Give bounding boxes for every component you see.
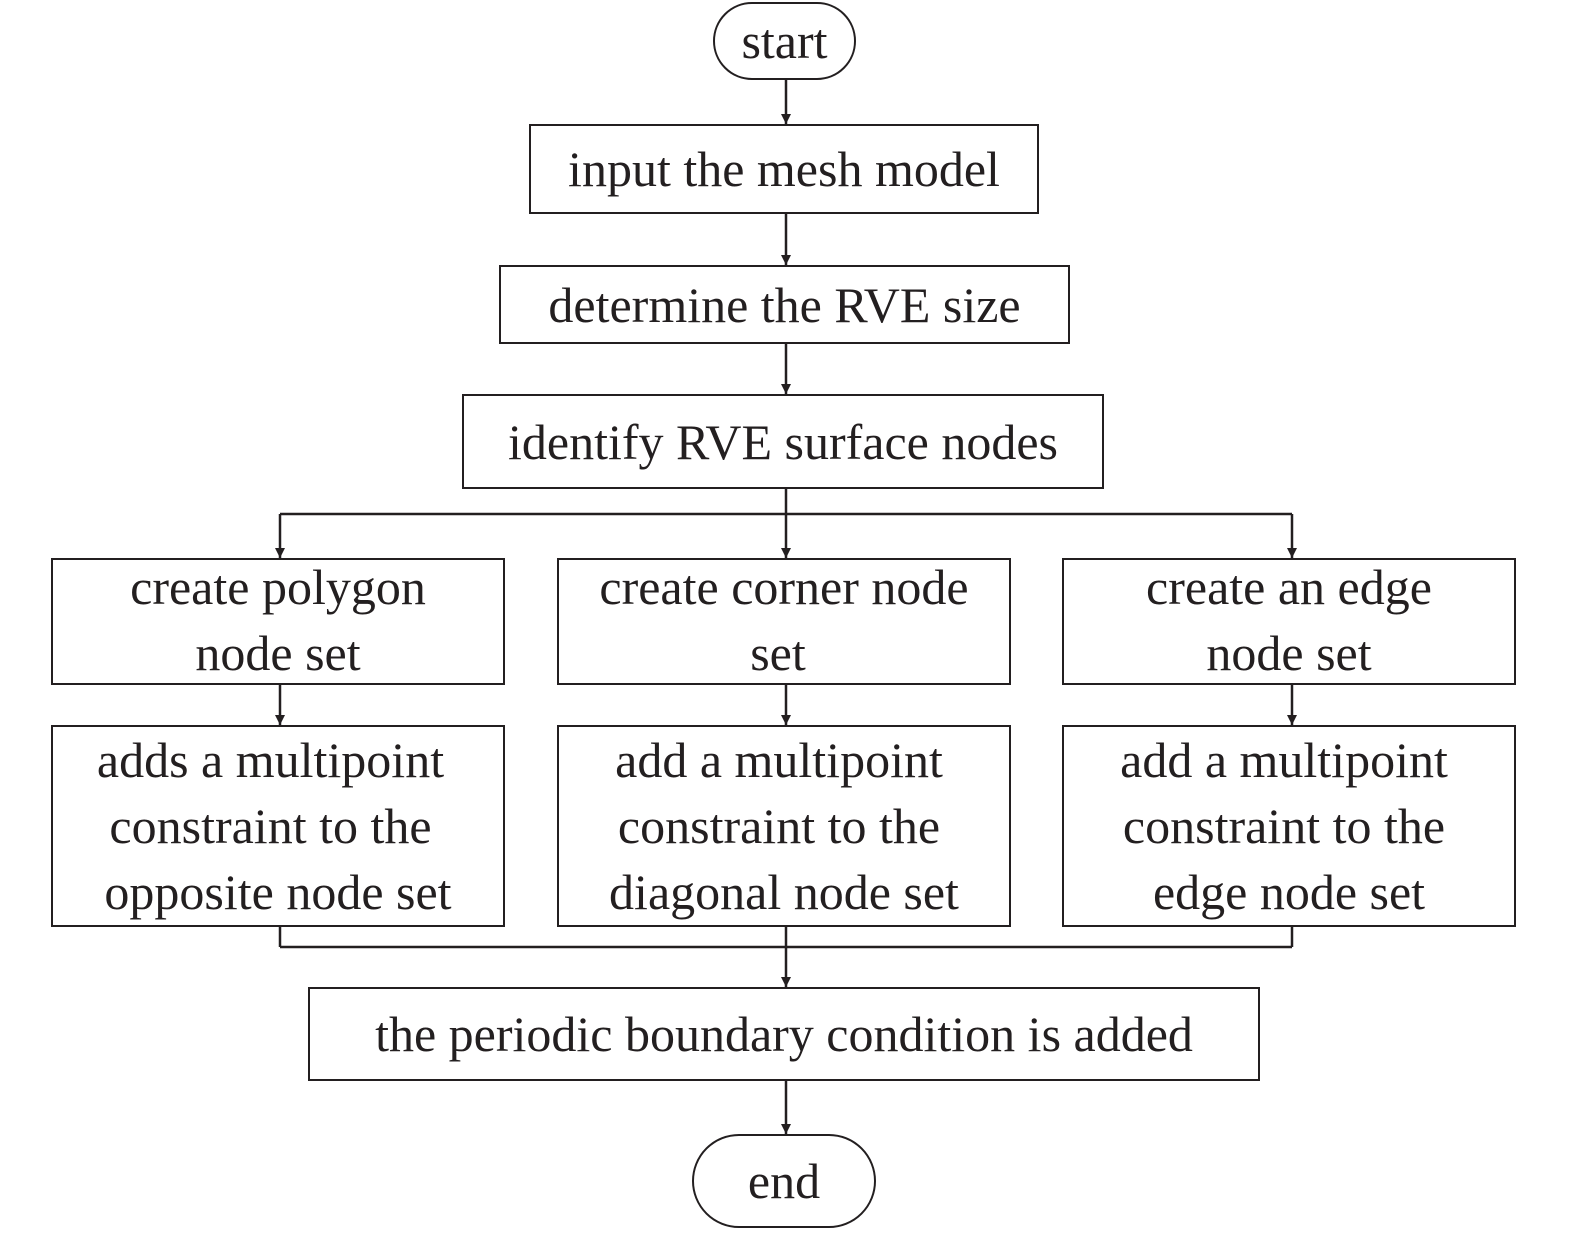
pbc-added-step: the periodic boundary condition is added [308, 987, 1260, 1081]
corner-set-step: create corner node set [557, 558, 1011, 685]
polygon-constraint-line-3: opposite node set [104, 864, 452, 920]
input-mesh-step: input the mesh model [529, 124, 1039, 214]
polygon-set-line-2: node set [195, 625, 361, 681]
input-mesh-label: input the mesh model [568, 141, 1000, 197]
edge-set-line-2: node set [1206, 625, 1372, 681]
corner-constraint-line-2: constraint to the [617, 798, 941, 854]
end-terminal: end [692, 1134, 876, 1228]
end-label: end [747, 1153, 821, 1209]
edge-set-step: create an edge node set [1062, 558, 1516, 685]
corner-constraint-line-3: diagonal node set [609, 864, 959, 920]
corner-constraint-step: add a multipoint constraint to the diago… [557, 725, 1011, 927]
edge-set-line-1: create an edge [1146, 559, 1432, 615]
polygon-constraint-line-2: constraint to the [109, 798, 432, 854]
polygon-set-line-1: create polygon [130, 559, 426, 615]
polygon-set-step: create polygon node set [51, 558, 505, 685]
determine-size-label: determine the RVE size [548, 276, 1021, 333]
polygon-constraint-step: adds a multipoint constraint to the oppo… [51, 725, 505, 927]
pbc-added-label: the periodic boundary condition is added [375, 1006, 1193, 1062]
determine-size-step: determine the RVE size [499, 265, 1070, 344]
edge-constraint-line-3: edge node set [1152, 864, 1426, 920]
start-label: start [741, 13, 828, 69]
edge-constraint-line-1: add a multipoint [1120, 732, 1448, 788]
edge-constraint-line-2: constraint to the [1122, 798, 1446, 854]
identify-nodes-label: identify RVE surface nodes [508, 413, 1058, 470]
corner-constraint-line-1: add a multipoint [615, 732, 943, 788]
start-terminal: start [713, 2, 856, 80]
corner-set-line-2: set [750, 625, 806, 681]
corner-set-line-1: create corner node [599, 559, 969, 615]
edge-constraint-step: add a multipoint constraint to the edge … [1062, 725, 1516, 927]
identify-nodes-step: identify RVE surface nodes [462, 394, 1104, 489]
polygon-constraint-line-1: adds a multipoint [96, 732, 445, 788]
